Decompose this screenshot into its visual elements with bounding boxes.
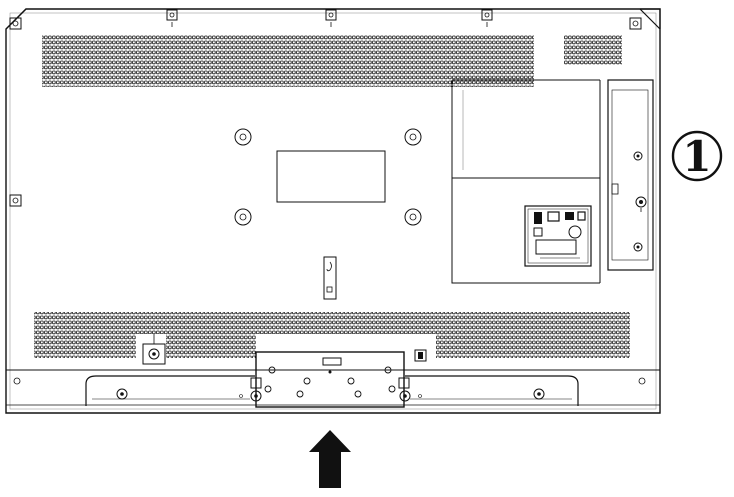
screw-bottom-left bbox=[13, 377, 21, 385]
side-jack-middle bbox=[635, 196, 647, 212]
vesa-hole-top-right bbox=[404, 128, 422, 146]
cable-clip bbox=[323, 256, 337, 300]
stand-mount-bracket bbox=[85, 351, 579, 408]
callout-marker: 1 bbox=[671, 130, 723, 182]
stand-screw-3 bbox=[399, 390, 411, 402]
top-hook-center bbox=[325, 9, 337, 27]
circled-number-icon bbox=[671, 130, 723, 182]
rear-input-ports bbox=[524, 205, 592, 267]
bottom-vent-grille bbox=[34, 312, 630, 358]
stand-screw-1 bbox=[116, 388, 128, 400]
side-jack-bottom bbox=[633, 242, 643, 252]
small-port bbox=[414, 349, 427, 362]
top-hook-right bbox=[481, 9, 493, 27]
top-hook-left bbox=[166, 9, 178, 27]
side-jack-top bbox=[633, 151, 643, 161]
side-connector-panel bbox=[607, 79, 654, 271]
arrow-up-icon bbox=[309, 430, 351, 488]
screw-bottom-right bbox=[638, 377, 646, 385]
vesa-hole-top-left bbox=[234, 128, 252, 146]
top-vent-grille bbox=[42, 35, 622, 87]
screw-mid-left bbox=[9, 194, 22, 207]
tv-back-panel bbox=[5, 8, 661, 414]
vesa-hole-bottom-left bbox=[234, 208, 252, 226]
screw-top-left bbox=[9, 17, 22, 30]
screw-top-right bbox=[629, 17, 642, 30]
rating-label-area bbox=[276, 150, 386, 203]
stand-screw-4 bbox=[533, 388, 545, 400]
top-mount-hooks bbox=[166, 9, 493, 27]
power-connector bbox=[142, 334, 166, 365]
callout-number: 1 bbox=[682, 132, 711, 181]
vesa-mount-area bbox=[234, 128, 422, 226]
vesa-hole-bottom-right bbox=[404, 208, 422, 226]
corner-screws bbox=[9, 17, 646, 385]
stand-screw-2 bbox=[250, 390, 262, 402]
rear-connector-cover bbox=[451, 79, 601, 284]
